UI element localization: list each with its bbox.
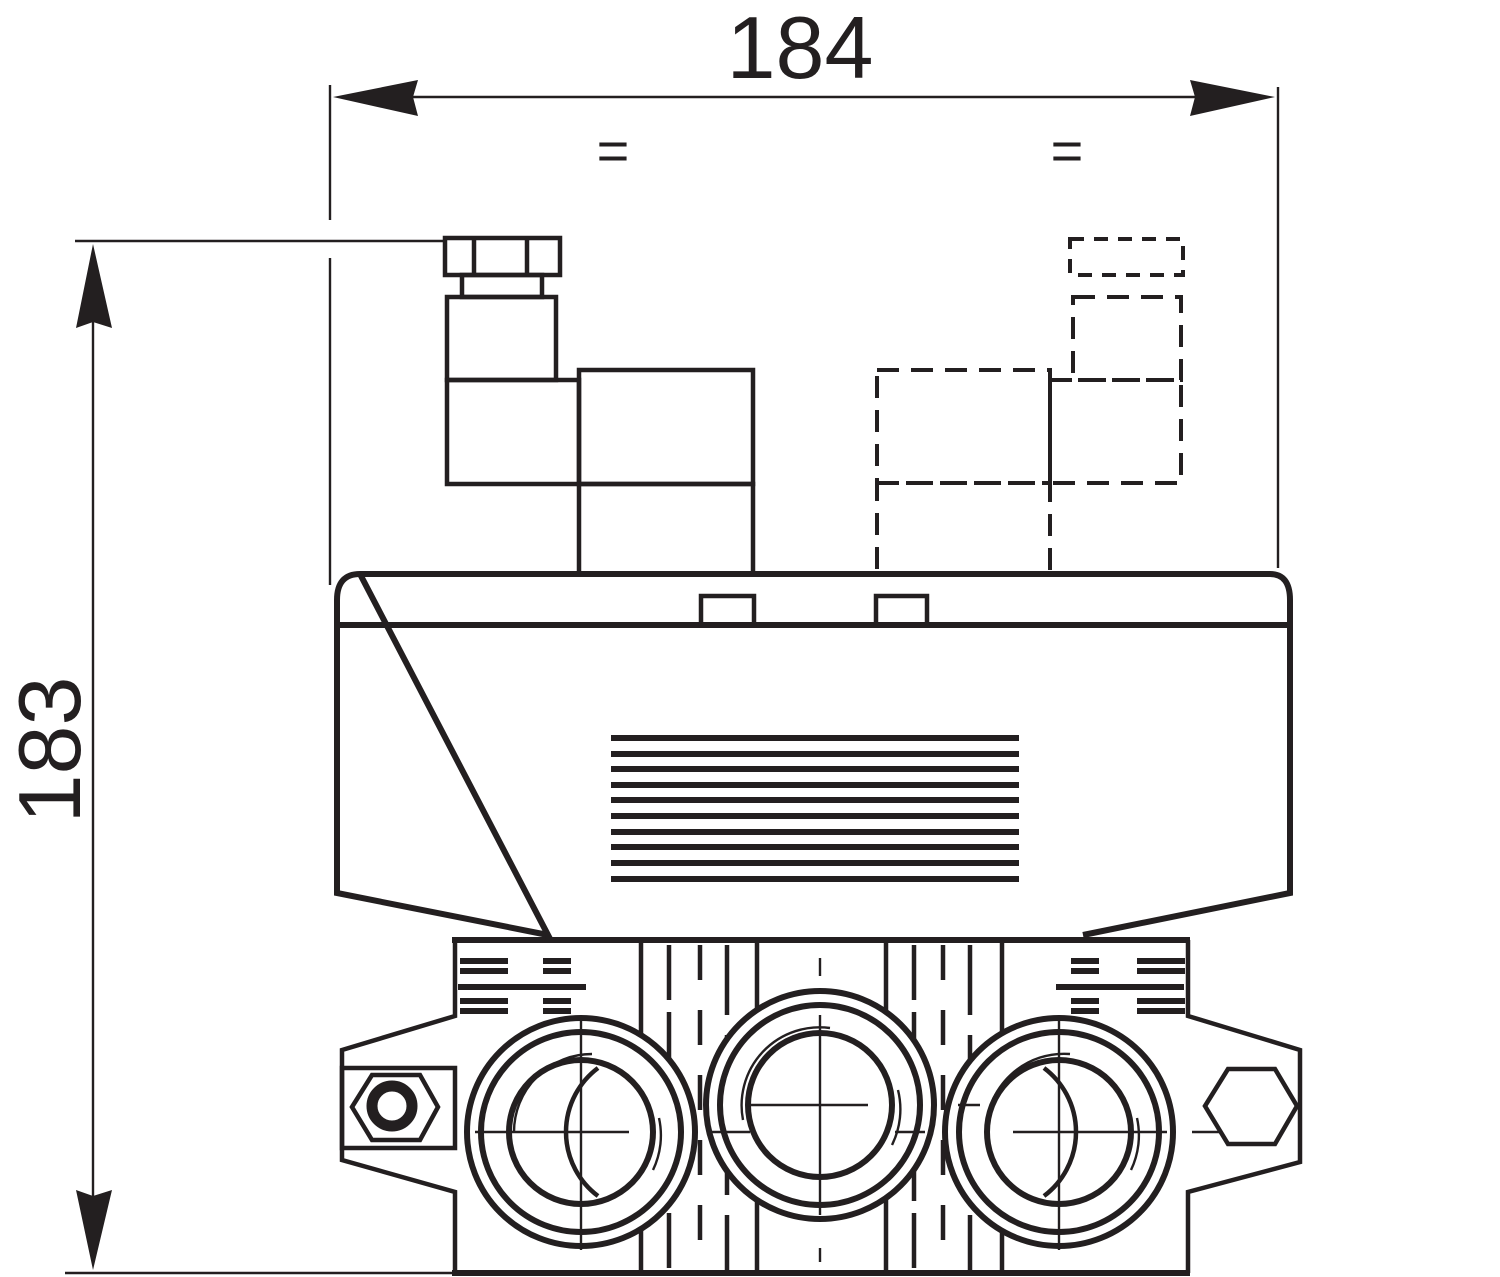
base-marks-left: [458, 935, 586, 1014]
indicator-window-left: [698, 593, 757, 628]
plug-body-lower: [444, 377, 582, 487]
right-flange: [1185, 940, 1303, 1273]
left-plug-ring-icon: [366, 1080, 418, 1132]
equal-mark-left: =: [597, 119, 630, 182]
right-hex-plug-icon: [1202, 1066, 1300, 1147]
solenoid-coil-solid: [442, 235, 756, 577]
indicator-window-right: [873, 593, 930, 628]
alt-connector-plug: [1071, 295, 1183, 382]
arrowhead-right-icon: [1190, 80, 1275, 116]
port-left: [464, 1015, 698, 1250]
height-dimension: 183: [0, 239, 455, 1275]
coil-housing-lower: [576, 481, 756, 577]
alt-plug-body-lower: [1048, 378, 1183, 485]
connector-nut: [442, 235, 563, 278]
alt-connector-nut: [1068, 237, 1185, 277]
valve-body: [334, 570, 1293, 940]
height-label: 183: [0, 677, 99, 824]
base-plate: [339, 935, 1303, 1276]
port-right: [942, 1015, 1176, 1250]
vent-slots: [611, 735, 1019, 882]
equal-mark-right: =: [1051, 119, 1084, 182]
alt-coil-housing-upper: [875, 368, 1052, 485]
base-marks-right: [1056, 958, 1185, 1014]
valve-body-outline: [334, 570, 1293, 940]
connector-neck: [459, 272, 545, 300]
alt-coil-housing-lower: [875, 481, 1052, 576]
arrowhead-up-icon: [76, 244, 112, 328]
arrowhead-down-icon: [76, 1190, 112, 1270]
solenoid-coil-dashed: [875, 237, 1185, 576]
coil-housing-upper: [576, 367, 756, 487]
left-hex-plug-icon: [349, 1072, 441, 1143]
left-plug-pocket: [339, 1065, 458, 1151]
width-label: 184: [727, 0, 874, 97]
connector-plug: [444, 294, 559, 383]
width-dimension: 184 = =: [328, 0, 1280, 585]
port-center: [703, 988, 937, 1222]
arrowhead-left-icon: [333, 80, 418, 116]
